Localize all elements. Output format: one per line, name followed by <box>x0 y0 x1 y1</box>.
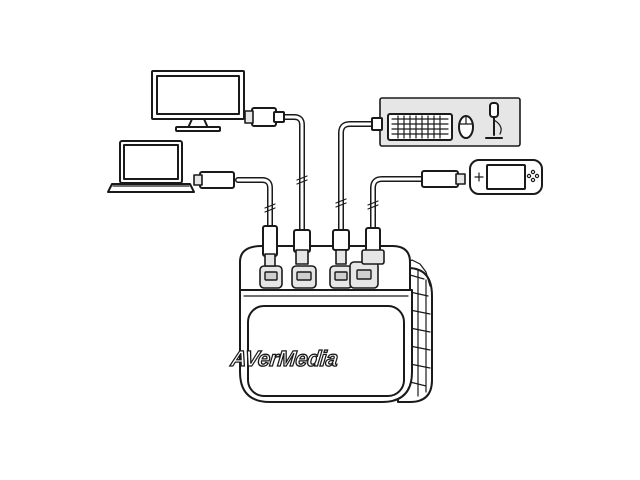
console-cable <box>370 176 425 233</box>
hub-ports <box>259 261 379 289</box>
peripherals-cable <box>338 121 385 235</box>
keyboard-mouse-mic-icon <box>379 97 521 147</box>
monitor-cable <box>279 114 305 235</box>
monitor-icon <box>151 70 245 132</box>
capture-hub-icon: AVerMedia <box>228 245 433 403</box>
monitor-connector-icon <box>244 107 285 127</box>
plug-monitor-icon <box>293 229 311 265</box>
cable-break-marks <box>264 175 379 213</box>
hub-plugs <box>262 225 385 267</box>
peripherals-connector-icon <box>371 117 383 131</box>
plug-peripherals-icon <box>332 229 350 265</box>
laptop-icon <box>107 140 195 193</box>
laptop-connector-icon <box>193 171 235 189</box>
console-connector-icon <box>421 170 466 188</box>
handheld-console-icon <box>469 159 543 195</box>
brand-logo: AVerMedia <box>229 346 340 371</box>
laptop-cable <box>235 177 273 231</box>
plug-console-icon <box>361 227 385 265</box>
cables <box>235 114 425 235</box>
plug-laptop-icon <box>262 225 278 267</box>
